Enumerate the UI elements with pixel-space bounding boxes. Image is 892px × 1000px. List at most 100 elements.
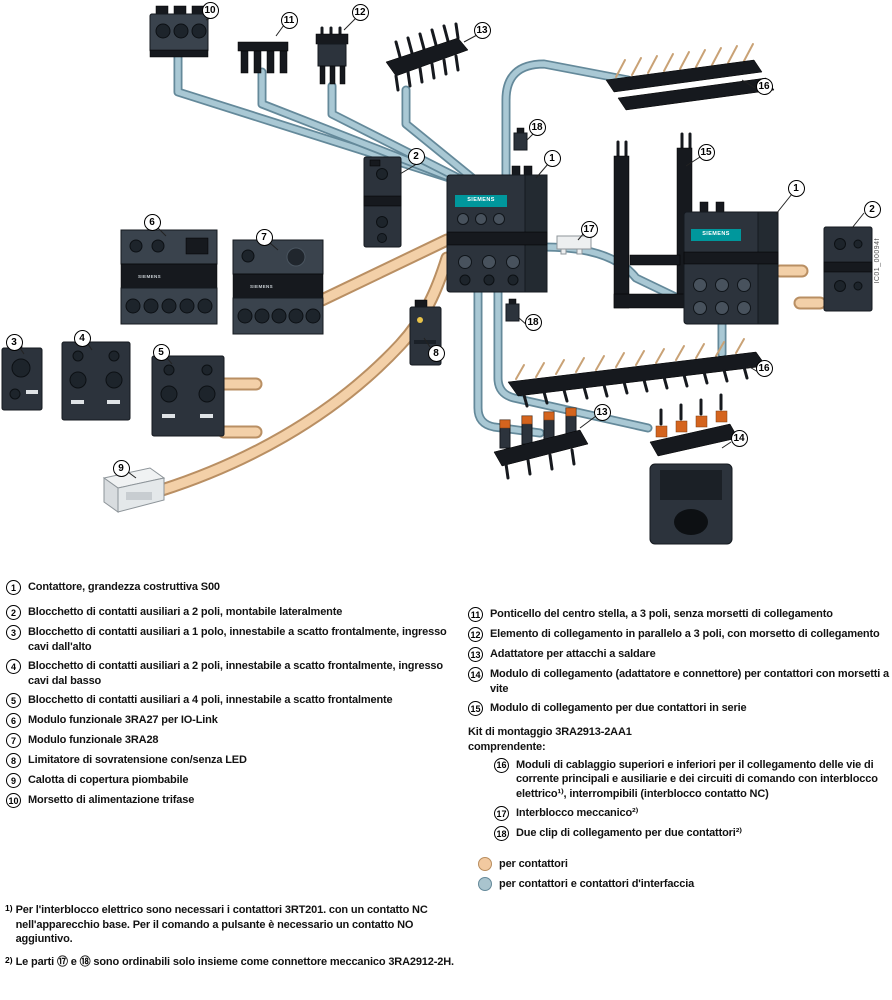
item-number-badge: 18: [494, 826, 509, 842]
item-label: Ponticello del centro stella, a 3 poli, …: [490, 608, 833, 620]
component-clip-bottom: [505, 298, 520, 322]
callout-13: 13: [473, 21, 491, 39]
color-key-label: per contattori e contattori d'interfacci…: [499, 877, 695, 890]
item-label: Modulo di collegamento (adattatore e con…: [490, 668, 890, 695]
callout-3: 3: [5, 333, 23, 351]
component-star-jumper: [237, 41, 289, 74]
component-function-module-3ra28: [232, 239, 324, 335]
callout-4: 4: [73, 329, 91, 347]
component-solder-adapter-bottom: [493, 407, 589, 480]
legend-item-12: 12 Elemento di collegamento in parallelo …: [468, 627, 892, 642]
callout-18: 18: [524, 313, 542, 331]
footnotes: 1)Per l'interblocco elettrico sono neces…: [5, 903, 457, 977]
item-number-badge: 12: [468, 627, 483, 642]
callout-15: 15: [697, 143, 715, 161]
assembly-diagram: SIEMENS SIEMENS SIEMENS SIEMENS IC01_000…: [1, 1, 881, 545]
callout-5: 5: [152, 343, 170, 361]
legend-item-2: 2 Blocchetto di contatti ausiliari a 2 po…: [6, 605, 458, 620]
footnote-text: Le parti ⑰ e ⑱ sono ordinabili solo insi…: [15, 955, 455, 968]
item-number-badge: 16: [494, 757, 509, 773]
callout-7: 7: [255, 228, 273, 246]
callout-18: 18: [528, 118, 546, 136]
item-number-badge: 10: [6, 793, 21, 809]
item-label: Adattatore per attacchi a saldare: [490, 648, 656, 660]
item-number-badge: 9: [6, 773, 21, 789]
callout-14: 14: [730, 429, 748, 447]
color-key-row: per contattori e contattori d'interfacci…: [478, 876, 892, 892]
footnote-marker: 1): [5, 903, 13, 913]
legend-item-9: 9 Calotta di copertura piombabile: [6, 773, 458, 789]
callout-1: 1: [787, 179, 805, 197]
item-label: Elemento di collegamento in parallelo a …: [490, 628, 880, 640]
component-parallel-link: [315, 26, 349, 85]
item-label: Modulo di collegamento per due contattor…: [490, 702, 747, 715]
callout-16: 16: [755, 359, 773, 377]
component-contactor-right: [683, 201, 779, 325]
callout-2: 2: [407, 147, 425, 165]
legend-item-4: 4 Blocchetto di contatti ausiliari a 2 po…: [6, 659, 458, 688]
legend-item-10: 10 Morsetto di alimentazione trifase: [6, 793, 458, 809]
footnote-text: Per l'interblocco elettrico sono necessa…: [15, 904, 428, 946]
item-number-badge: 1: [6, 580, 21, 595]
component-aux-block-1pole: [1, 341, 43, 411]
item-label: Contattore, grandezza costruttiva S00: [28, 581, 220, 593]
legend-right-column: 11 Ponticello del centro stella, a 3 poli…: [468, 607, 892, 896]
color-key-row: per contattori: [478, 857, 892, 872]
legend-item-1: 1 Contattore, grandezza costruttiva S00: [6, 580, 458, 595]
item-number-badge: 15: [468, 701, 483, 717]
peach-connection-tubes: [155, 233, 827, 497]
item-label: Blocchetto di contatti ausiliari a 1 pol…: [28, 626, 447, 653]
color-key-dot: [478, 857, 492, 872]
component-wiring-modules-bottom: [507, 338, 767, 408]
callout-17: 17: [580, 220, 598, 238]
siemens-logo-module6: SIEMENS: [138, 274, 162, 279]
legend-item-13: 13 Adattatore per attacchi a saldare: [468, 647, 892, 662]
callout-11: 11: [280, 11, 298, 29]
component-aux-block-lateral-left: [363, 156, 402, 248]
footnote-marker: 2): [5, 954, 13, 965]
item-label: Calotta di copertura piombabile: [28, 774, 189, 787]
item-number-badge: 7: [6, 733, 21, 749]
callout-6: 6: [143, 213, 161, 231]
legend-item-14: 14 Modulo di collegamento (adattatore e c…: [468, 667, 892, 696]
callout-9: 9: [112, 459, 130, 477]
item-label: Blocchetto di contatti ausiliari a 2 pol…: [28, 660, 443, 687]
callout-10: 10: [201, 1, 219, 19]
item-number-badge: 13: [468, 647, 483, 662]
mounting-kit-section: Kit di montaggio 3RA2913-2AA1 comprenden…: [468, 725, 892, 842]
legend-item-15: 15 Modulo di collegamento per due contatt…: [468, 701, 892, 717]
callout-13: 13: [593, 403, 611, 421]
callout-1: 1: [543, 149, 561, 167]
item-label: Blocchetto di contatti ausiliari a 2 pol…: [28, 606, 343, 618]
item-number-badge: 4: [6, 659, 21, 675]
component-mechanical-interlock: [556, 235, 592, 255]
item-number-badge: 11: [468, 607, 483, 622]
component-clip-top: [513, 127, 528, 151]
item-number-badge: 2: [6, 605, 21, 620]
legend-right-items: 11 Ponticello del centro stella, a 3 poli…: [468, 607, 892, 717]
item-label: Limitatore di sovratensione con/senza LE…: [28, 754, 247, 767]
component-link-module-screw: [649, 393, 739, 545]
item-label: Moduli di cablaggio superiori e inferior…: [516, 758, 878, 800]
item-label: Interblocco meccanico²⁾: [516, 807, 639, 820]
image-id-watermark: IC01_00094f: [874, 238, 881, 284]
color-key-label: per contattori: [499, 858, 568, 871]
component-aux-block-2pole: [61, 341, 131, 421]
callout-8: 8: [427, 344, 445, 362]
siemens-logo-module7: SIEMENS: [250, 284, 274, 289]
item-number-badge: 14: [468, 667, 483, 682]
item-number-badge: 6: [6, 713, 21, 729]
component-contactor-center: [446, 165, 548, 293]
item-label: Morsetto di alimentazione trifase: [28, 794, 195, 807]
callout-2: 2: [863, 200, 881, 218]
item-label: Blocchetto di contatti ausiliari a 4 pol…: [28, 694, 393, 707]
siemens-logo-right: SIEMENS: [702, 231, 730, 237]
